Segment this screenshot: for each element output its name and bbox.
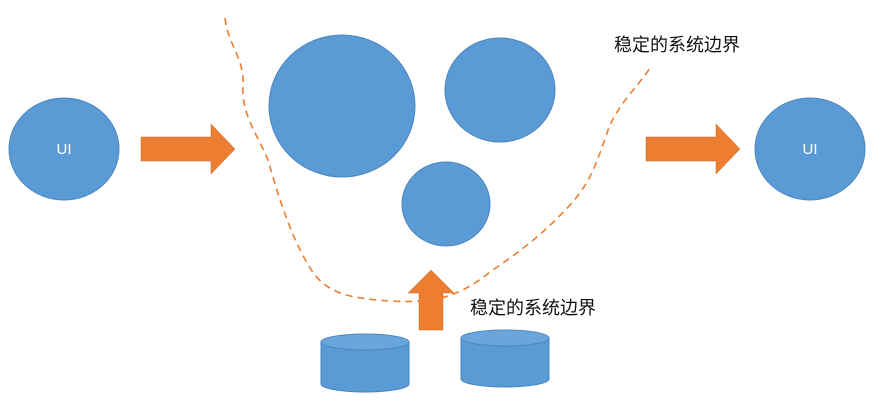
left-arrow [140,123,236,175]
right-ui-circle [754,97,866,201]
database-right-top [460,329,550,347]
service-circle-small [401,161,491,247]
boundary-label-top: 稳定的系统边界 [614,35,740,56]
left-ui-label: UI [57,141,72,158]
right-ui-node: UI [754,97,866,201]
up-arrow [407,269,455,331]
service-circle-large [268,34,416,178]
right-arrow [645,123,741,175]
database-left-body [320,342,410,393]
database-cylinder-left [320,333,410,393]
boundary-label-bottom: 稳定的系统边界 [470,298,596,319]
database-right-body [460,338,550,388]
database-left-top [320,333,410,351]
right-ui-label: UI [803,141,818,158]
database-cylinder-right [460,329,550,388]
left-ui-node: UI [8,97,120,201]
service-circle-medium [444,37,556,143]
left-ui-circle [8,97,120,201]
